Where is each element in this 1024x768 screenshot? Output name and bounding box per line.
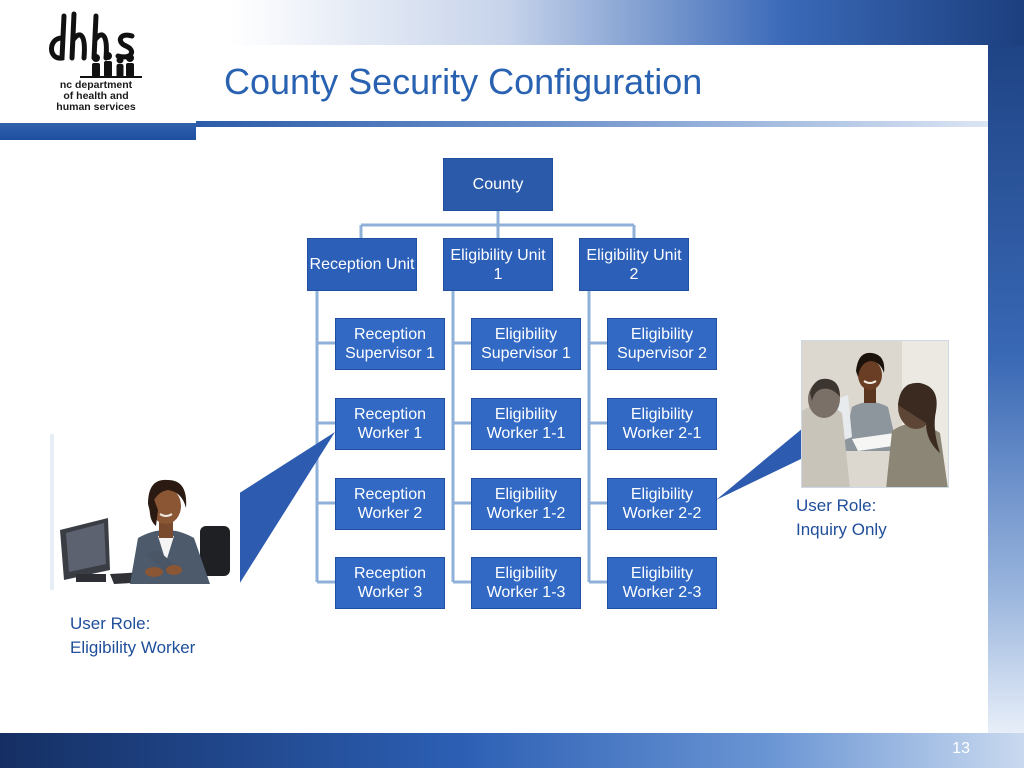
role-node: Reception Worker 1 [335,398,445,450]
caption-line-2: Eligibility Worker [70,638,196,657]
caption-line-1: User Role: [796,496,877,515]
logo-line-2: of health and [63,90,129,102]
role-node: Eligibility Worker 1-3 [471,557,581,609]
role-node: Eligibility Worker 2-3 [607,557,717,609]
unit-node-label: Eligibility Unit 1 [450,246,546,283]
unit-node-eligibility-1: Eligibility Unit 1 [443,238,553,291]
page-title: County Security Configuration [224,61,703,102]
meeting-group-illustration [802,341,948,487]
role-node: Eligibility Worker 1-2 [471,478,581,530]
role-node: Eligibility Supervisor 1 [471,318,581,370]
role-node-label: Eligibility Supervisor 2 [617,326,707,362]
unit-node-eligibility-2: Eligibility Unit 2 [579,238,689,291]
county-node-label: County [472,176,524,193]
role-node: Reception Supervisor 1 [335,318,445,370]
role-node-label: Eligibility Worker 2-1 [622,406,702,442]
user-role-caption-left: User Role: Eligibility Worker [70,612,195,660]
role-node: Eligibility Worker 1-1 [471,398,581,450]
caption-line-1: User Role: [70,614,151,633]
county-node: County [443,158,553,211]
dhhs-logo [40,8,160,116]
role-node-label: Eligibility Worker 1-1 [486,406,566,442]
role-node: Reception Worker 2 [335,478,445,530]
logo-line-3: human services [56,101,136,113]
unit-node-label: Eligibility Unit 2 [586,246,682,283]
role-node-label: Reception Worker 2 [353,486,427,522]
role-node-label: Eligibility Worker 1-2 [486,486,566,522]
title-underline-stripe [196,121,988,127]
footer-band [0,733,1024,768]
title-panel [196,45,988,119]
callout-pointer-left [238,432,335,586]
page-number: 13 [952,740,970,757]
unit-node-reception: Reception Unit [307,238,417,291]
dhhs-logo-mark [49,11,142,78]
role-node-label: Eligibility Worker 2-3 [622,565,702,601]
logo-wordmark: nc department of health and human servic… [46,80,146,113]
caption-line-2: Inquiry Only [796,520,887,539]
photo-woman-at-computer [50,434,240,590]
role-node-label: Eligibility Worker 2-2 [622,486,702,522]
logo-line-1: nc department [59,79,133,91]
role-node-label: Reception Worker 3 [353,565,427,601]
photo-meeting-group [801,340,949,488]
user-role-caption-right: User Role: Inquiry Only [796,494,887,542]
role-node: Eligibility Worker 2-2 [607,478,717,530]
left-accent-band [0,123,196,140]
role-node-label: Eligibility Worker 1-3 [486,565,566,601]
role-node: Eligibility Worker 2-1 [607,398,717,450]
role-node-label: Reception Supervisor 1 [345,326,435,362]
callout-pointer-right [716,428,803,500]
role-node: Reception Worker 3 [335,557,445,609]
woman-at-computer-illustration [50,434,240,590]
role-node-label: Reception Worker 1 [353,406,427,442]
unit-node-label: Reception Unit [309,256,415,273]
header-gradient-band [230,0,1024,45]
right-gradient-column [988,45,1024,733]
role-node: Eligibility Supervisor 2 [607,318,717,370]
role-node-label: Eligibility Supervisor 1 [481,326,571,362]
